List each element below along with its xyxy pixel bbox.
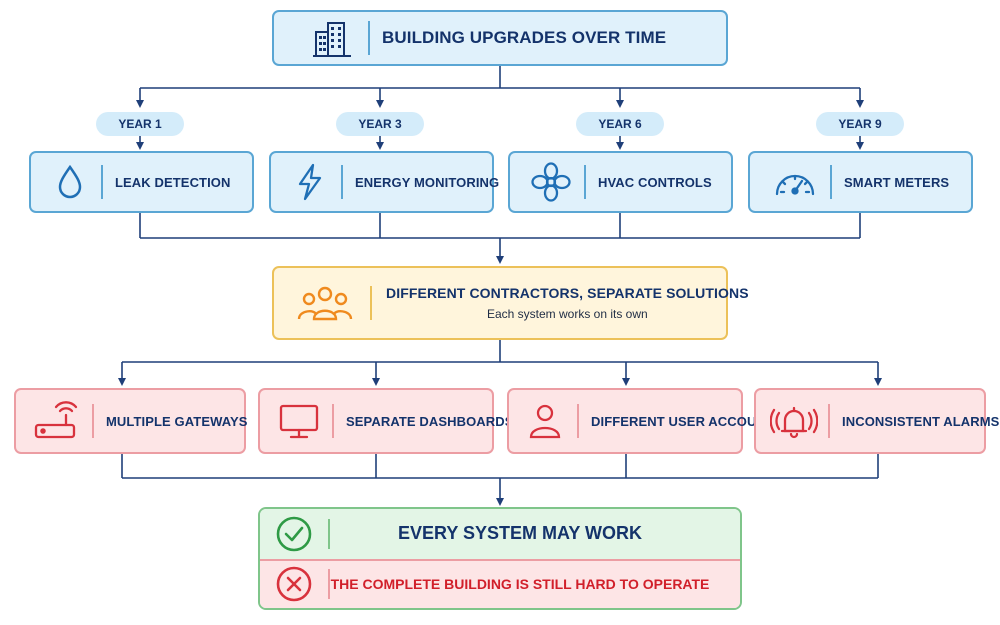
separator xyxy=(341,165,343,199)
problem-label: SEPARATE DASHBOARDS xyxy=(346,413,514,429)
upgrade-label: LEAK DETECTION xyxy=(115,174,231,190)
outcome-negative-label: THE COMPLETE BUILDING IS STILL HARD TO O… xyxy=(330,576,710,593)
problem-label: DIFFERENT USER ACCOUNTS xyxy=(591,413,783,429)
people-group-icon xyxy=(296,283,354,323)
outcome-box: EVERY SYSTEM MAY WORK THE COMPLETE BUILD… xyxy=(258,507,742,610)
upgrade-smart-meters: SMART METERS xyxy=(748,151,973,213)
user-icon xyxy=(525,401,565,441)
separator xyxy=(332,404,334,438)
separator xyxy=(830,165,832,199)
problem-label: MULTIPLE GATEWAYS xyxy=(106,413,248,429)
router-icon xyxy=(32,401,78,441)
upgrade-energy-monitoring: ENERGY MONITORING xyxy=(269,151,499,213)
building-icon xyxy=(312,18,352,58)
contractors-subtitle: Each system works on its own xyxy=(486,307,648,321)
upgrade-hvac-controls: HVAC CONTROLS xyxy=(508,151,733,213)
monitor-icon xyxy=(278,401,320,441)
problem-label: INCONSISTENT ALARMS xyxy=(842,413,1000,429)
separator xyxy=(584,165,586,199)
separator xyxy=(828,404,830,438)
year-pill: YEAR 6 xyxy=(576,112,664,136)
contractors-box: DIFFERENT CONTRACTORS, SEPARATE SOLUTION… xyxy=(272,266,749,340)
problem-different-user-accounts: DIFFERENT USER ACCOUNTS xyxy=(507,388,783,454)
upgrade-label: ENERGY MONITORING xyxy=(355,174,500,190)
separator xyxy=(328,518,330,549)
separator xyxy=(101,165,103,199)
year-pill: YEAR 9 xyxy=(816,112,904,136)
alarm-bell-icon xyxy=(770,401,818,441)
water-drop-icon xyxy=(53,164,87,200)
outcome-positive-label: EVERY SYSTEM MAY WORK xyxy=(397,523,643,544)
outcome-positive-row: EVERY SYSTEM MAY WORK xyxy=(260,509,740,559)
upgrade-label: HVAC CONTROLS xyxy=(598,174,712,190)
upgrade-leak-detection: LEAK DETECTION xyxy=(29,151,254,213)
lightning-bolt-icon xyxy=(293,162,327,202)
separator xyxy=(577,404,579,438)
year-pill: YEAR 1 xyxy=(96,112,184,136)
page-title: BUILDING UPGRADES OVER TIME xyxy=(382,28,667,47)
separator xyxy=(368,21,370,55)
fan-icon xyxy=(530,161,572,203)
separator xyxy=(370,286,372,320)
x-circle-icon xyxy=(260,565,328,603)
outcome-negative-row: THE COMPLETE BUILDING IS STILL HARD TO O… xyxy=(260,558,740,608)
year-pill: YEAR 3 xyxy=(336,112,424,136)
problem-multiple-gateways: MULTIPLE GATEWAYS xyxy=(14,388,248,454)
separator xyxy=(328,569,330,600)
contractors-title: DIFFERENT CONTRACTORS, SEPARATE SOLUTION… xyxy=(386,285,749,301)
check-circle-icon xyxy=(260,515,328,553)
gauge-icon xyxy=(772,164,818,200)
upgrade-label: SMART METERS xyxy=(844,174,950,190)
title-box: BUILDING UPGRADES OVER TIME xyxy=(272,10,728,66)
problem-inconsistent-alarms: INCONSISTENT ALARMS xyxy=(754,388,999,454)
problem-separate-dashboards: SEPARATE DASHBOARDS xyxy=(258,388,513,454)
separator xyxy=(92,404,94,438)
